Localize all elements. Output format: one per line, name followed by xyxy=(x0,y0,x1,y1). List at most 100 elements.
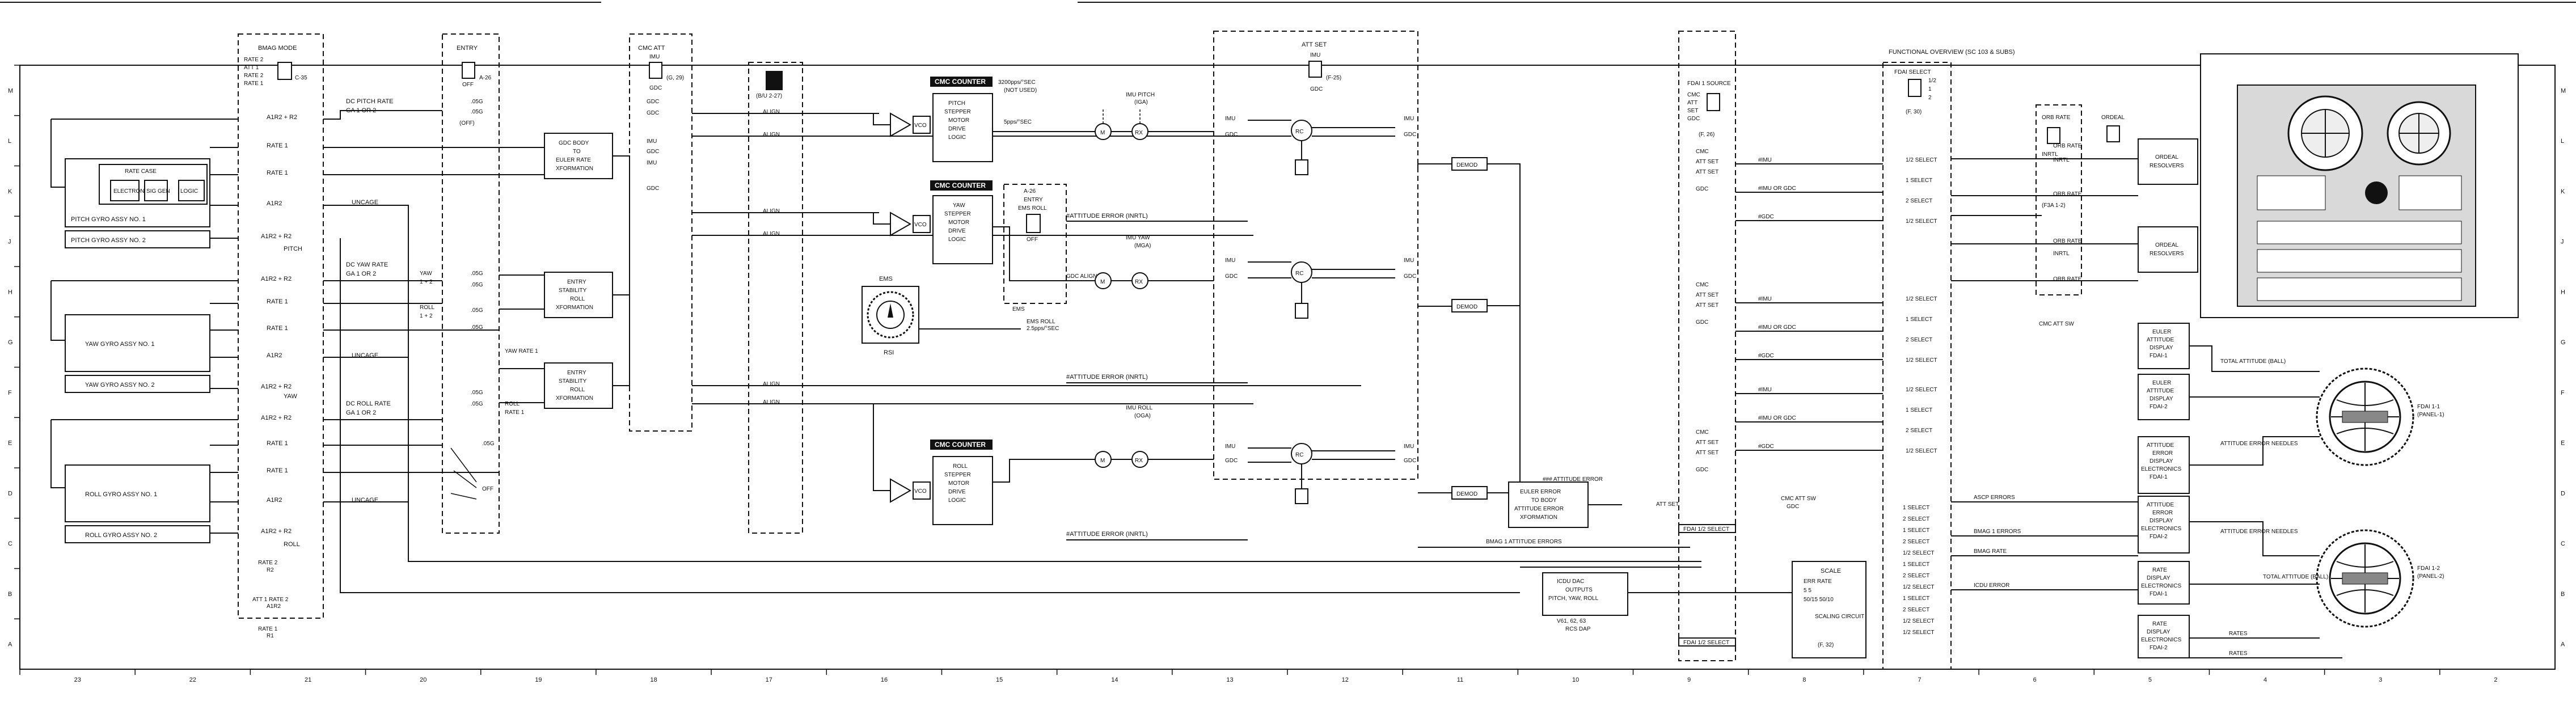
svg-text:SET: SET xyxy=(1687,108,1698,114)
orb-rate-region xyxy=(2036,104,2082,295)
display-electronics: EULER ATTITUDE DISPLAY FDAI-1 EULER ATTI… xyxy=(2138,323,2190,658)
bu-switch-icon[interactable] xyxy=(766,71,783,90)
svg-text:TOTAL ATTITUDE (BALL): TOTAL ATTITUDE (BALL) xyxy=(2220,358,2286,365)
cmc-att-switch-icon[interactable] xyxy=(649,62,662,79)
source-signal-label: #IMU OR GDC xyxy=(1758,324,1796,331)
ordeal-switch-icon[interactable] xyxy=(2106,125,2120,142)
svg-text:RATE 1: RATE 1 xyxy=(267,325,288,332)
entry-ems-roll-switch: A-26 ENTRY EMS ROLL OFF EMS EMS ROLL 2.5… xyxy=(1003,184,1067,332)
svg-text:FDAI-1: FDAI-1 xyxy=(2150,353,2168,359)
grid-row-label-left: K xyxy=(8,188,12,195)
fdai-select-contact-low: 1/2 SELECT xyxy=(1903,629,1935,636)
svg-text:IMU PITCH: IMU PITCH xyxy=(1126,92,1155,98)
svg-text:ALIGN: ALIGN xyxy=(763,109,780,115)
svg-text:DRIVE: DRIVE xyxy=(948,489,966,495)
dc-pitch-label: DC PITCH RATE xyxy=(346,98,394,105)
svg-text:CMC COUNTER: CMC COUNTER xyxy=(935,441,986,449)
svg-text:UNCAGE: UNCAGE xyxy=(352,199,378,206)
grid-row-label-right: J xyxy=(2561,239,2564,246)
ga12-label-2: GA 1 OR 2 xyxy=(346,271,376,277)
control-panel-illustration xyxy=(2200,53,2519,318)
svg-text:INRTL: INRTL xyxy=(2053,157,2070,163)
grid-row-label-right: A xyxy=(2561,641,2565,648)
svg-text:GDC: GDC xyxy=(1225,273,1238,280)
svg-text:A1R2 + R2: A1R2 + R2 xyxy=(261,383,292,390)
svg-text:CMC COUNTER: CMC COUNTER xyxy=(935,78,986,86)
svg-text:BMAG RATE: BMAG RATE xyxy=(1974,548,2007,555)
svg-text:FDAI-2: FDAI-2 xyxy=(2150,534,2168,540)
grid-col-label: 11 xyxy=(1457,677,1463,683)
fdai-source-contact: CMC xyxy=(1696,429,1709,436)
source-signal-label: #IMU OR GDC xyxy=(1758,415,1796,421)
svg-text:ATTITUDE ERROR NEEDLES: ATTITUDE ERROR NEEDLES xyxy=(2220,529,2298,535)
svg-text:RSI: RSI xyxy=(884,349,894,356)
svg-text:.05G: .05G xyxy=(471,271,483,277)
svg-text:DISPLAY: DISPLAY xyxy=(2147,629,2170,635)
svg-text:EULER RATE: EULER RATE xyxy=(556,157,591,163)
fdai-select-contact: 2 SELECT xyxy=(1906,337,1932,343)
fdai-select-contact: 1/2 SELECT xyxy=(1906,296,1937,302)
icdu-dac-block xyxy=(1542,572,1628,616)
svg-text:INRTL: INRTL xyxy=(2042,151,2058,158)
entry-switch-icon[interactable] xyxy=(462,62,475,79)
svg-text:RATE 1: RATE 1 xyxy=(267,298,288,305)
svg-text:DISPLAY: DISPLAY xyxy=(2150,345,2173,351)
fdai-1-ball: FDAI 1-1 (PANEL-1) xyxy=(2316,367,2444,466)
bmag-pos-0: RATE 2 xyxy=(244,57,264,63)
svg-text:RATE 1: RATE 1 xyxy=(267,142,288,149)
grid-row-label-left: D xyxy=(8,490,12,497)
svg-text:STEPPER: STEPPER xyxy=(944,211,971,217)
svg-text:(OGA): (OGA) xyxy=(1134,413,1151,419)
fdai-source-switch-icon[interactable] xyxy=(1707,93,1720,111)
grid-row-label-left: M xyxy=(8,87,13,94)
att-set-title: ATT SET xyxy=(1302,41,1327,48)
svg-text:ATTITUDE: ATTITUDE xyxy=(2147,442,2174,449)
svg-text:ALIGN: ALIGN xyxy=(763,399,780,405)
grid-col-label: 22 xyxy=(189,677,196,683)
svg-text:RESOLVERS: RESOLVERS xyxy=(2150,251,2184,257)
grid-row-label-right: H xyxy=(2561,289,2565,295)
svg-text:ASCP ERRORS: ASCP ERRORS xyxy=(1974,495,2015,501)
att-set-gdc: GDC xyxy=(1310,86,1323,92)
svg-text:ATTITUDE: ATTITUDE xyxy=(2147,337,2174,343)
fdai-select-contact: 1 SELECT xyxy=(1906,316,1932,323)
svg-text:UNCAGE: UNCAGE xyxy=(352,352,378,359)
grid-col-label: 3 xyxy=(2379,677,2382,683)
svg-text:CMC: CMC xyxy=(1687,92,1700,98)
orb-rate-switch-icon[interactable] xyxy=(2047,127,2060,144)
svg-text:ATTITUDE: ATTITUDE xyxy=(2147,388,2174,394)
fdai-select-contact-low: 2 SELECT xyxy=(1903,573,1929,579)
fdai-select-switch-icon[interactable] xyxy=(1908,79,1922,97)
grid-col-label: 13 xyxy=(1226,677,1233,683)
fdai-select-contact: 1/2 SELECT xyxy=(1906,218,1937,225)
fdai-select-contact: 1 SELECT xyxy=(1906,407,1932,413)
svg-text:ORB RATE: ORB RATE xyxy=(2053,191,2082,197)
roll-gyro-assy-1 xyxy=(65,464,210,522)
svg-text:ALIGN: ALIGN xyxy=(763,132,780,138)
svg-text:STEPPER: STEPPER xyxy=(944,472,971,478)
svg-text:IMU ROLL: IMU ROLL xyxy=(1126,405,1153,411)
svg-text:.05G: .05G xyxy=(471,282,483,288)
svg-text:SCALING CIRCUIT: SCALING CIRCUIT xyxy=(1815,614,1864,620)
error-rate-labels: ASCP ERRORS BMAG 1 ERRORS BMAG RATE ICDU… xyxy=(1951,495,2138,590)
fdai-source-contact: ATT SET xyxy=(1696,159,1718,165)
fdai-select-region xyxy=(1882,62,1952,670)
fdai-source-contact: ATT SET xyxy=(1696,450,1718,456)
svg-text:EULER: EULER xyxy=(2152,380,2171,386)
svg-text:ORDEAL: ORDEAL xyxy=(2155,154,2179,160)
svg-text:ROLL: ROLL xyxy=(570,296,585,302)
svg-text:RATES: RATES xyxy=(2229,650,2248,657)
svg-text:DISPLAY: DISPLAY xyxy=(2150,396,2173,402)
ordeal-resolvers-1 xyxy=(2138,138,2198,185)
cmc-att-contacts: GDC GDC IMU GDC IMU GDC xyxy=(647,99,659,192)
bmag-switch-icon[interactable] xyxy=(277,62,292,80)
att-set-switch-icon[interactable] xyxy=(1308,61,1322,78)
roll-rate-label-b: RATE 1 xyxy=(505,409,525,416)
entry-switch-region xyxy=(442,33,500,534)
svg-text:STEPPER: STEPPER xyxy=(944,109,971,115)
svg-text:FDAI-2: FDAI-2 xyxy=(2150,404,2168,410)
svg-text:OUTPUTS: OUTPUTS xyxy=(1565,587,1593,593)
fdai-source-title: FDAI 1 SOURCE xyxy=(1687,81,1731,87)
svg-text:IMU: IMU xyxy=(1404,257,1414,264)
